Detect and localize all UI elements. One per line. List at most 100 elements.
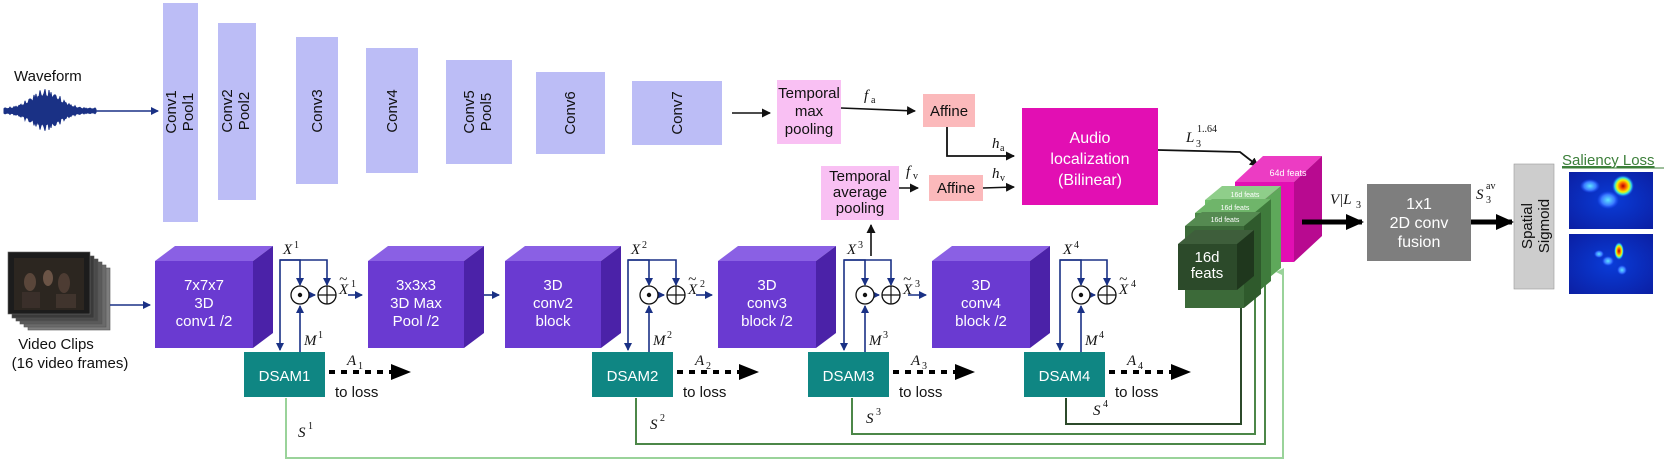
- svg-text:Sigmoid: Sigmoid: [1536, 199, 1553, 253]
- svg-text:3: 3: [876, 407, 881, 418]
- x3-to-mult-arrow: [844, 259, 869, 286]
- dsam4-box: [1024, 352, 1105, 397]
- x3-label: X: [846, 242, 857, 258]
- block-3d-max-pool: 3x3x3 3D Max Pool /2: [368, 246, 484, 348]
- dsam2-box: [592, 352, 673, 397]
- hv-label: h v: [992, 166, 1005, 184]
- svg-text:V|L: V|L: [1330, 192, 1352, 208]
- dsam3-box: [808, 352, 889, 397]
- svg-text:conv2: conv2: [533, 295, 573, 312]
- x1-label: X: [282, 242, 293, 258]
- x3-sup: 3: [858, 240, 863, 251]
- x2-to-mult-arrow: [628, 259, 653, 286]
- svg-text:h: h: [992, 166, 1000, 182]
- m4-sup: 4: [1099, 330, 1104, 341]
- concat-label: V|L 3: [1330, 192, 1361, 211]
- a4-arrowhead: [1171, 364, 1191, 380]
- svg-text:7x7x7: 7x7x7: [184, 277, 224, 294]
- affine-a-to-localization-arrow: [946, 127, 1015, 161]
- a3-label: A: [910, 353, 921, 369]
- svg-text:Affine: Affine: [930, 103, 968, 120]
- multiply-dot-2: [646, 292, 652, 298]
- audio-conv-layer-2: Conv2 Pool2: [218, 23, 256, 200]
- xtilde1-sup: 1: [351, 279, 356, 290]
- svg-text:Pool5: Pool5: [478, 93, 495, 131]
- svg-text:conv3: conv3: [747, 295, 787, 312]
- x2-sup: 2: [642, 240, 647, 251]
- svg-text:Conv2: Conv2: [219, 89, 236, 132]
- audio-conv-layer-1: Conv1 Pool1: [163, 3, 198, 222]
- multiply-dot-3: [862, 292, 868, 298]
- audio-conv-layer-3: Conv3: [296, 37, 338, 184]
- xtilde2-sup: 2: [700, 279, 705, 290]
- s2-label: S 2: [650, 413, 665, 433]
- svg-text:Spatial: Spatial: [1519, 203, 1536, 249]
- xtilde4-label: X: [1118, 282, 1129, 298]
- block-3d-conv3: 3D conv3 block /2: [718, 246, 836, 348]
- svg-text:block: block: [535, 313, 571, 330]
- audio-conv-layer-7: Conv7: [632, 81, 722, 145]
- audio-conv-layer-4: Conv4: [366, 48, 418, 173]
- svg-text:v: v: [913, 171, 918, 182]
- s3-label: S 3: [866, 407, 881, 427]
- svg-text:4: 4: [1103, 399, 1108, 410]
- block-3d-conv2: 3D conv2 block: [505, 246, 621, 348]
- s3av-label: S 3 av: [1476, 181, 1495, 206]
- m1-label: M: [303, 333, 318, 349]
- svg-text:Temporal: Temporal: [829, 168, 891, 185]
- multiply-dot-4: [1078, 292, 1084, 298]
- ha-label: h a: [992, 136, 1005, 154]
- x2-label: X: [630, 242, 641, 258]
- svg-text:S: S: [1093, 403, 1101, 419]
- xtilde3-tilde-icon: ~: [903, 272, 911, 288]
- temporal-average-pooling: Temporal average pooling: [821, 166, 899, 220]
- svg-text:Conv4: Conv4: [384, 89, 401, 132]
- audio-localization-bilinear: Audio localization (Bilinear): [1022, 108, 1158, 205]
- svg-text:Affine: Affine: [937, 180, 975, 197]
- svg-text:conv4: conv4: [961, 295, 1001, 312]
- m2-label: M: [652, 333, 667, 349]
- svg-text:block /2: block /2: [955, 313, 1007, 330]
- svg-text:1..64: 1..64: [1197, 124, 1217, 135]
- xtilde2-tilde-icon: ~: [688, 272, 696, 288]
- dsam2-label: DSAM2: [607, 368, 659, 385]
- svg-text:pooling: pooling: [785, 121, 833, 138]
- localization-to-feats-arrow: [1157, 149, 1259, 167]
- a2-sub: 2: [706, 361, 711, 372]
- a1-sub: 1: [358, 361, 363, 372]
- svg-text:feats: feats: [1191, 265, 1224, 282]
- svg-text:3: 3: [1356, 200, 1361, 211]
- svg-text:Video Clips: Video Clips: [18, 336, 94, 353]
- svg-text:S: S: [650, 417, 658, 433]
- audio-conv-layer-6: Conv6: [536, 72, 605, 154]
- svg-text:f: f: [906, 164, 912, 180]
- m4-label: M: [1084, 333, 1099, 349]
- x4-skip-arrow: [1059, 259, 1111, 295]
- svg-text:Temporal: Temporal: [778, 85, 840, 102]
- svg-text:Conv7: Conv7: [669, 91, 686, 134]
- a1-arrowhead: [391, 364, 411, 380]
- saliency-map-2: [1569, 234, 1653, 294]
- m2-sup: 2: [667, 330, 672, 341]
- svg-text:block /2: block /2: [741, 313, 793, 330]
- multiply-dot-1: [297, 292, 303, 298]
- svg-text:conv1 /2: conv1 /2: [176, 313, 233, 330]
- svg-text:3D Max: 3D Max: [390, 295, 442, 312]
- saliency-loss-label: Saliency Loss: [1562, 152, 1655, 169]
- s2-connection: [635, 268, 1266, 445]
- svg-text:3D: 3D: [194, 295, 213, 312]
- a4-label: A: [1126, 353, 1137, 369]
- a4-sub: 4: [1138, 361, 1143, 372]
- m1-sup: 1: [318, 330, 323, 341]
- svg-text:16d feats: 16d feats: [1231, 192, 1260, 199]
- svg-text:Pool1: Pool1: [180, 93, 197, 131]
- m3-sup: 3: [883, 330, 888, 341]
- svg-text:S: S: [866, 411, 874, 427]
- svg-text:1: 1: [308, 421, 313, 432]
- svg-text:16d feats: 16d feats: [1211, 217, 1240, 224]
- a3-sub: 3: [922, 361, 927, 372]
- dsam1-label: DSAM1: [259, 368, 311, 385]
- audio-conv-layer-5: Conv5 Pool5: [446, 60, 512, 164]
